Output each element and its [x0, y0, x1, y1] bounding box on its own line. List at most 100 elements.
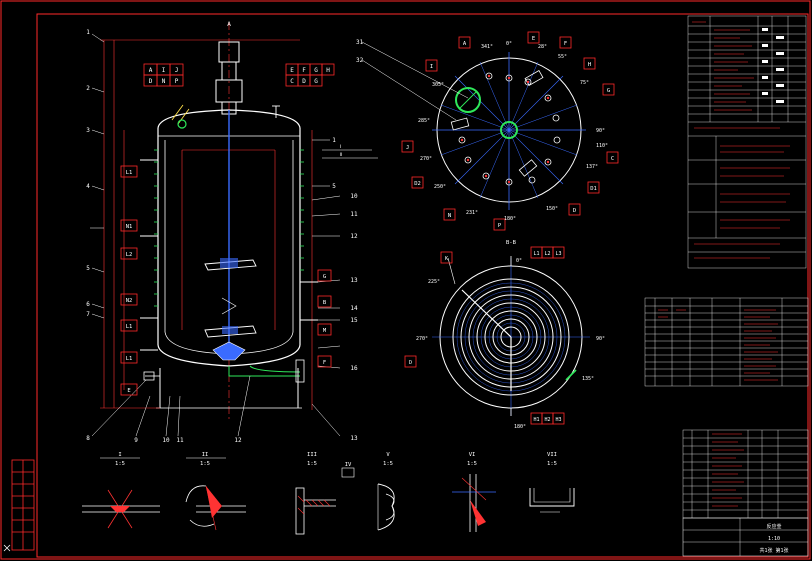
left-nozzle-6: E: [127, 388, 130, 394]
port-E: E: [532, 36, 535, 42]
section-bb-title: B-B: [506, 240, 517, 246]
right-callout-0: 1: [332, 137, 336, 144]
port-D: D: [573, 208, 576, 214]
bb-label-h3: H3: [555, 417, 561, 423]
top-view-port-labels: A E F H G C D1 D P N D2 J I 341° 0° 28° …: [401, 31, 619, 231]
right-callout-4: 5: [332, 183, 336, 190]
top-label-2: J: [175, 67, 179, 74]
right-top-label-3: H: [326, 67, 330, 74]
right-callout-11: 12: [350, 233, 358, 240]
left-callout-0: 1: [86, 29, 90, 36]
port-I: I: [430, 64, 433, 70]
right-top-label-4: C: [290, 78, 294, 85]
bottom-callout-0: 9: [134, 437, 138, 444]
left-callout-4: 5: [86, 265, 90, 272]
left-nozzle-1: N1: [126, 224, 133, 230]
main-vessel-view: [100, 22, 318, 420]
bb-label-l3: L3: [555, 251, 561, 257]
detail-scale-5: 1:5: [467, 461, 477, 467]
top-label-3: D: [149, 78, 153, 85]
bb-label-d: D: [409, 360, 412, 366]
detail-views: I 1:5 II 1:5 III 1:5 IV V 1:5 VI 1:5 VII…: [82, 452, 575, 535]
parts-list-table: [644, 297, 809, 387]
angle-341: 341°: [481, 44, 493, 50]
detail-title-3: IV: [345, 462, 352, 468]
angle-75: 75°: [580, 80, 589, 86]
angle-231: 231°: [466, 210, 478, 216]
angle-28: 28°: [538, 44, 547, 50]
callout-31: 31: [356, 39, 364, 46]
technical-table-top: [687, 15, 807, 269]
bottom-callout-3: 12: [234, 437, 242, 444]
drawing-title: 反应釜: [766, 523, 781, 530]
left-callout-7: 8: [86, 435, 90, 442]
bb-angle-225: 225°: [428, 279, 440, 285]
right-callout-14: 15: [350, 317, 358, 324]
bb-angle-135: 135°: [582, 376, 594, 382]
left-nozzle-3: N2: [126, 298, 133, 304]
left-callout-5: 6: [86, 301, 90, 308]
angle-0: 0°: [506, 41, 512, 47]
bom-fill: [712, 433, 744, 507]
right-callout-10: 11: [350, 211, 358, 218]
top-label-4: N: [162, 78, 166, 85]
bom-table-bottom: [682, 429, 809, 519]
top-label-1: I: [162, 67, 166, 74]
bb-label-h2: H2: [544, 417, 550, 423]
bb-label-k: K: [445, 256, 448, 262]
right-nozzle-3: F: [323, 360, 326, 366]
right-callout-9: 10: [350, 193, 358, 200]
section-bb: B-B L1 L2 L3 H: [404, 240, 605, 430]
right-top-label-2: G: [314, 67, 318, 74]
angle-270: 270°: [420, 156, 432, 162]
note-line-2: Ⅱ: [340, 152, 342, 158]
port-F: F: [564, 41, 567, 47]
port-G: G: [607, 88, 610, 94]
port-N: N: [448, 213, 451, 219]
angle-150: 150°: [546, 206, 558, 212]
detail-scale-6: 1:5: [547, 461, 557, 467]
top-label-0: A: [149, 67, 153, 74]
bb-angle-180: 180°: [514, 424, 526, 430]
port-P: P: [498, 223, 502, 229]
left-callout-2: 3: [86, 127, 90, 134]
angle-250: 250°: [434, 184, 446, 190]
parts-list-fill: [658, 309, 778, 381]
port-C: C: [611, 156, 614, 162]
angle-110: 110°: [596, 143, 608, 149]
technical-table-top-fill: [692, 21, 790, 259]
detail-title-1: II: [202, 452, 209, 458]
detail-title-5: VI: [469, 452, 476, 458]
bottom-callout-1: 10: [162, 437, 170, 444]
angle-285: 285°: [418, 118, 430, 124]
revision-strip: [3, 459, 35, 552]
left-callout-6: 7: [86, 311, 90, 318]
right-callout-13: 14: [350, 305, 358, 312]
left-callout-1: 2: [86, 85, 90, 92]
bb-angle-0: 0°: [516, 258, 522, 264]
detail-title-0: I: [118, 452, 121, 458]
bb-angle-90: 90°: [596, 336, 605, 342]
angle-180: 180°: [504, 216, 516, 222]
detail-scale-0: 1:5: [115, 461, 125, 467]
right-top-label-1: F: [302, 67, 306, 74]
detail-title-2: III: [307, 452, 317, 458]
bb-label-l1: L1: [533, 251, 539, 257]
view-title-a: A: [227, 21, 231, 28]
bottom-callout-2: 11: [176, 437, 184, 444]
right-top-label-6: G: [314, 78, 318, 85]
angle-55: 55°: [558, 54, 567, 60]
right-nozzle-2: M: [323, 328, 327, 334]
angle-90: 90°: [596, 128, 605, 134]
bb-angle-270: 270°: [416, 336, 428, 342]
left-callout-3: 4: [86, 183, 90, 190]
drawing-scale: 1:10: [768, 536, 780, 542]
right-top-label-5: D: [302, 78, 306, 85]
left-nozzle-5: L1: [126, 356, 133, 362]
title-block: 反应釜 1:10 共1张 第1张: [682, 517, 809, 557]
top-label-5: P: [175, 78, 179, 85]
note-line-1: Ⅰ: [340, 144, 341, 150]
bb-label-h1: H1: [533, 417, 539, 423]
